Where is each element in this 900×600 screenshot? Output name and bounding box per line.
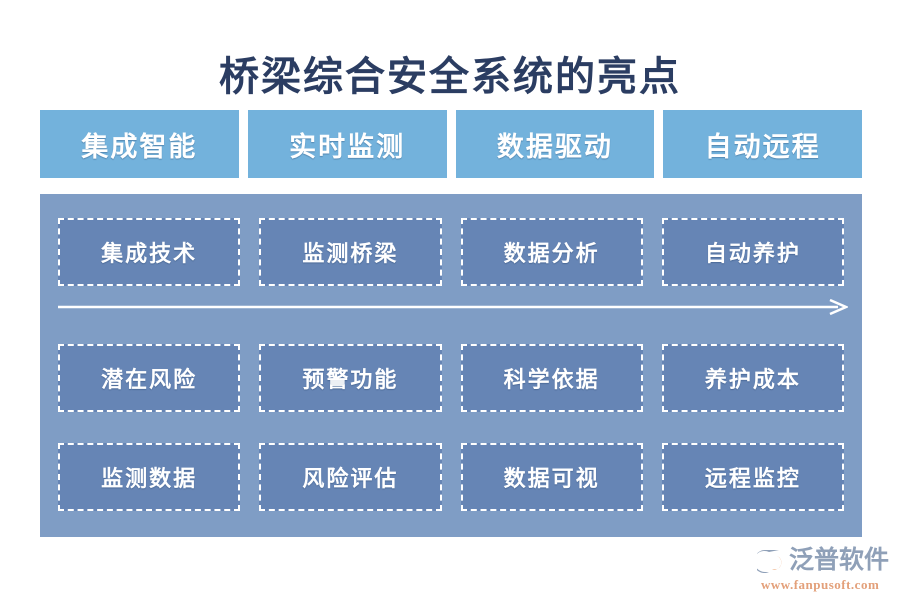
content-cell-r3c3[interactable]: 数据可视 — [460, 443, 643, 511]
content-cell-r3c2[interactable]: 风险评估 — [259, 443, 442, 511]
brand-logo: 泛普软件 www.fanpusoft.com — [753, 546, 893, 594]
content-cell-label: 风险评估 — [302, 466, 399, 491]
content-cell-r3c1[interactable]: 监测数据 — [58, 443, 241, 511]
content-cell-r2c4[interactable]: 养护成本 — [661, 344, 844, 412]
content-cell-label: 养护成本 — [704, 367, 801, 392]
content-cell-label: 数据分析 — [503, 241, 600, 266]
header-tab-1[interactable]: 实时监测 — [247, 110, 447, 178]
header-tab-3[interactable]: 自动远程 — [663, 110, 862, 178]
content-cell-label: 数据可视 — [503, 466, 600, 491]
content-row-3: 监测数据 风险评估 数据可视 远程监控 — [58, 443, 844, 511]
fanpu-swoosh-icon — [753, 547, 787, 575]
header-tab-row: 集成智能 实时监测 数据驱动 自动远程 — [40, 110, 862, 178]
content-cell-r2c2[interactable]: 预警功能 — [259, 344, 442, 412]
header-tab-2[interactable]: 数据驱动 — [455, 110, 655, 178]
right-arrow-icon — [58, 298, 850, 316]
content-cell-label: 集成技术 — [101, 241, 198, 266]
brand-url: www.fanpusoft.com — [761, 577, 880, 592]
content-row-1: 集成技术 监测桥梁 数据分析 自动养护 — [58, 218, 844, 286]
content-cell-r1c4[interactable]: 自动养护 — [661, 218, 844, 286]
content-cell-r2c1[interactable]: 潜在风险 — [58, 344, 241, 412]
brand-logo-row: 泛普软件 — [753, 546, 893, 576]
content-row-2: 潜在风险 预警功能 科学依据 养护成本 — [58, 344, 844, 412]
header-tab-label: 自动远程 — [704, 131, 821, 162]
content-cell-label: 监测桥梁 — [302, 241, 399, 266]
content-cell-r3c4[interactable]: 远程监控 — [661, 443, 844, 511]
content-cell-r1c3[interactable]: 数据分析 — [460, 218, 643, 286]
content-cell-label: 预警功能 — [302, 367, 399, 392]
content-cell-label: 科学依据 — [503, 367, 600, 392]
header-tab-label: 数据驱动 — [496, 131, 613, 162]
content-cell-r2c3[interactable]: 科学依据 — [460, 344, 643, 412]
content-panel: 集成技术 监测桥梁 数据分析 自动养护 潜在风险 预 — [40, 194, 862, 537]
brand-name: 泛普软件 — [789, 547, 890, 574]
header-tab-label: 实时监测 — [289, 131, 406, 162]
content-cell-r1c1[interactable]: 集成技术 — [58, 218, 241, 286]
content-cell-label: 潜在风险 — [101, 367, 198, 392]
content-cell-label: 自动养护 — [704, 241, 801, 266]
content-cell-label: 监测数据 — [101, 466, 198, 491]
content-cell-r1c2[interactable]: 监测桥梁 — [259, 218, 442, 286]
content-cell-label: 远程监控 — [704, 466, 801, 491]
page-title: 桥梁综合安全系统的亮点 — [219, 54, 681, 99]
header-tab-0[interactable]: 集成智能 — [40, 110, 239, 178]
header-tab-label: 集成智能 — [81, 131, 198, 162]
